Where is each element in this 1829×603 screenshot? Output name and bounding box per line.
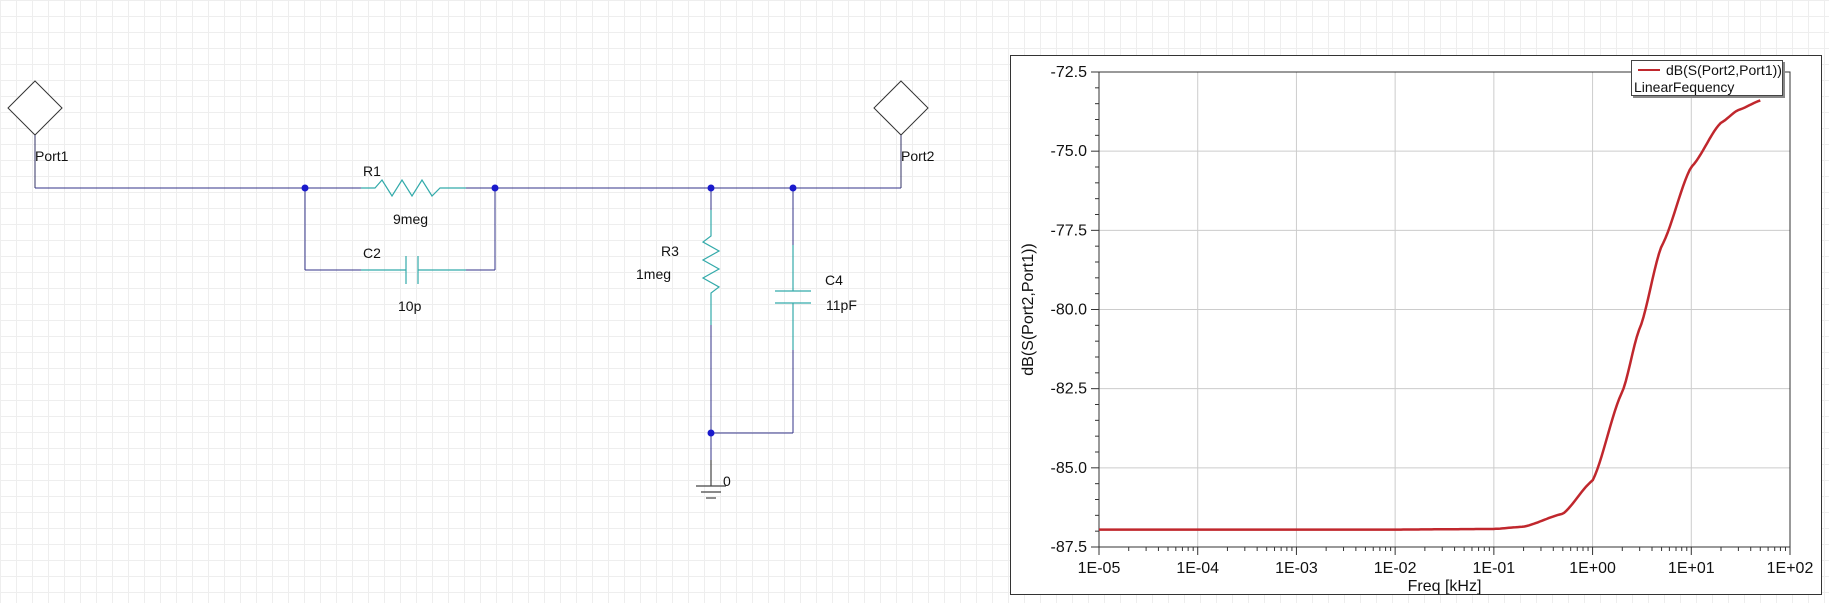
legend[interactable]: dB(S(Port2,Port1)) LinearFequency bbox=[1631, 60, 1783, 96]
y-axis-label: dB(S(Port2,Port1)) bbox=[1020, 243, 1037, 375]
port1-label: Port1 bbox=[35, 148, 69, 164]
y-tick-label: -80.0 bbox=[1051, 302, 1088, 319]
ground-label: 0 bbox=[723, 473, 731, 489]
port2-symbol[interactable] bbox=[873, 80, 929, 188]
y-tick-label: -77.5 bbox=[1051, 222, 1088, 239]
y-tick-label: -75.0 bbox=[1051, 143, 1088, 160]
c2-value: 10p bbox=[398, 298, 422, 314]
x-tick-label: 1E-04 bbox=[1176, 560, 1219, 577]
port1-symbol[interactable] bbox=[7, 80, 63, 188]
y-tick-label: -82.5 bbox=[1051, 381, 1088, 398]
x-tick-label: 1E+02 bbox=[1767, 560, 1814, 577]
x-tick-label: 1E-03 bbox=[1275, 560, 1318, 577]
c2-name: C2 bbox=[363, 245, 381, 261]
legend-sweep: LinearFequency bbox=[1634, 79, 1735, 95]
x-tick-label: 1E-01 bbox=[1473, 560, 1516, 577]
capacitor-c4[interactable] bbox=[775, 245, 811, 350]
y-tick-label: -85.0 bbox=[1051, 460, 1088, 477]
axis-ticks: 1E-05 1E-04 1E-03 1E-02 1E-01 1E+00 1E+01 1E+02… bbox=[1051, 64, 1814, 577]
wires bbox=[35, 187, 901, 460]
junction-dots bbox=[301, 184, 797, 437]
r1-name: R1 bbox=[363, 163, 381, 179]
resistor-r3[interactable] bbox=[701, 210, 721, 325]
r3-value: 1meg bbox=[636, 266, 671, 282]
series-line bbox=[1099, 99, 1761, 531]
plot-panel[interactable]: 1E-05 1E-04 1E-03 1E-02 1E-01 1E+00 1E+01 1E+02… bbox=[1010, 55, 1822, 595]
grid bbox=[1099, 72, 1790, 547]
legend-entry: dB(S(Port2,Port1)) bbox=[1666, 62, 1782, 78]
x-axis-label: Freq [kHz] bbox=[1408, 578, 1482, 594]
circuit-schematic: Port1 Port2 R1 9meg C2 10 bbox=[7, 80, 935, 499]
x-tick-label: 1E-05 bbox=[1078, 560, 1121, 577]
port2-label: Port2 bbox=[901, 148, 935, 164]
chart[interactable]: 1E-05 1E-04 1E-03 1E-02 1E-01 1E+00 1E+01 1E+02… bbox=[1011, 56, 1821, 594]
ground-symbol[interactable] bbox=[696, 460, 726, 499]
r1-value: 9meg bbox=[393, 211, 428, 227]
legend-swatch bbox=[1638, 69, 1660, 71]
c4-name: C4 bbox=[825, 272, 843, 288]
c4-value: 11pF bbox=[826, 297, 857, 313]
x-tick-label: 1E-02 bbox=[1374, 560, 1417, 577]
x-tick-label: 1E+01 bbox=[1668, 560, 1715, 577]
resistor-r1[interactable] bbox=[361, 178, 466, 198]
x-tick-label: 1E+00 bbox=[1569, 560, 1616, 577]
y-tick-label: -72.5 bbox=[1051, 64, 1088, 81]
series bbox=[1099, 99, 1761, 531]
r3-name: R3 bbox=[661, 243, 679, 259]
capacitor-c2[interactable] bbox=[361, 256, 466, 284]
y-tick-label: -87.5 bbox=[1051, 539, 1088, 556]
